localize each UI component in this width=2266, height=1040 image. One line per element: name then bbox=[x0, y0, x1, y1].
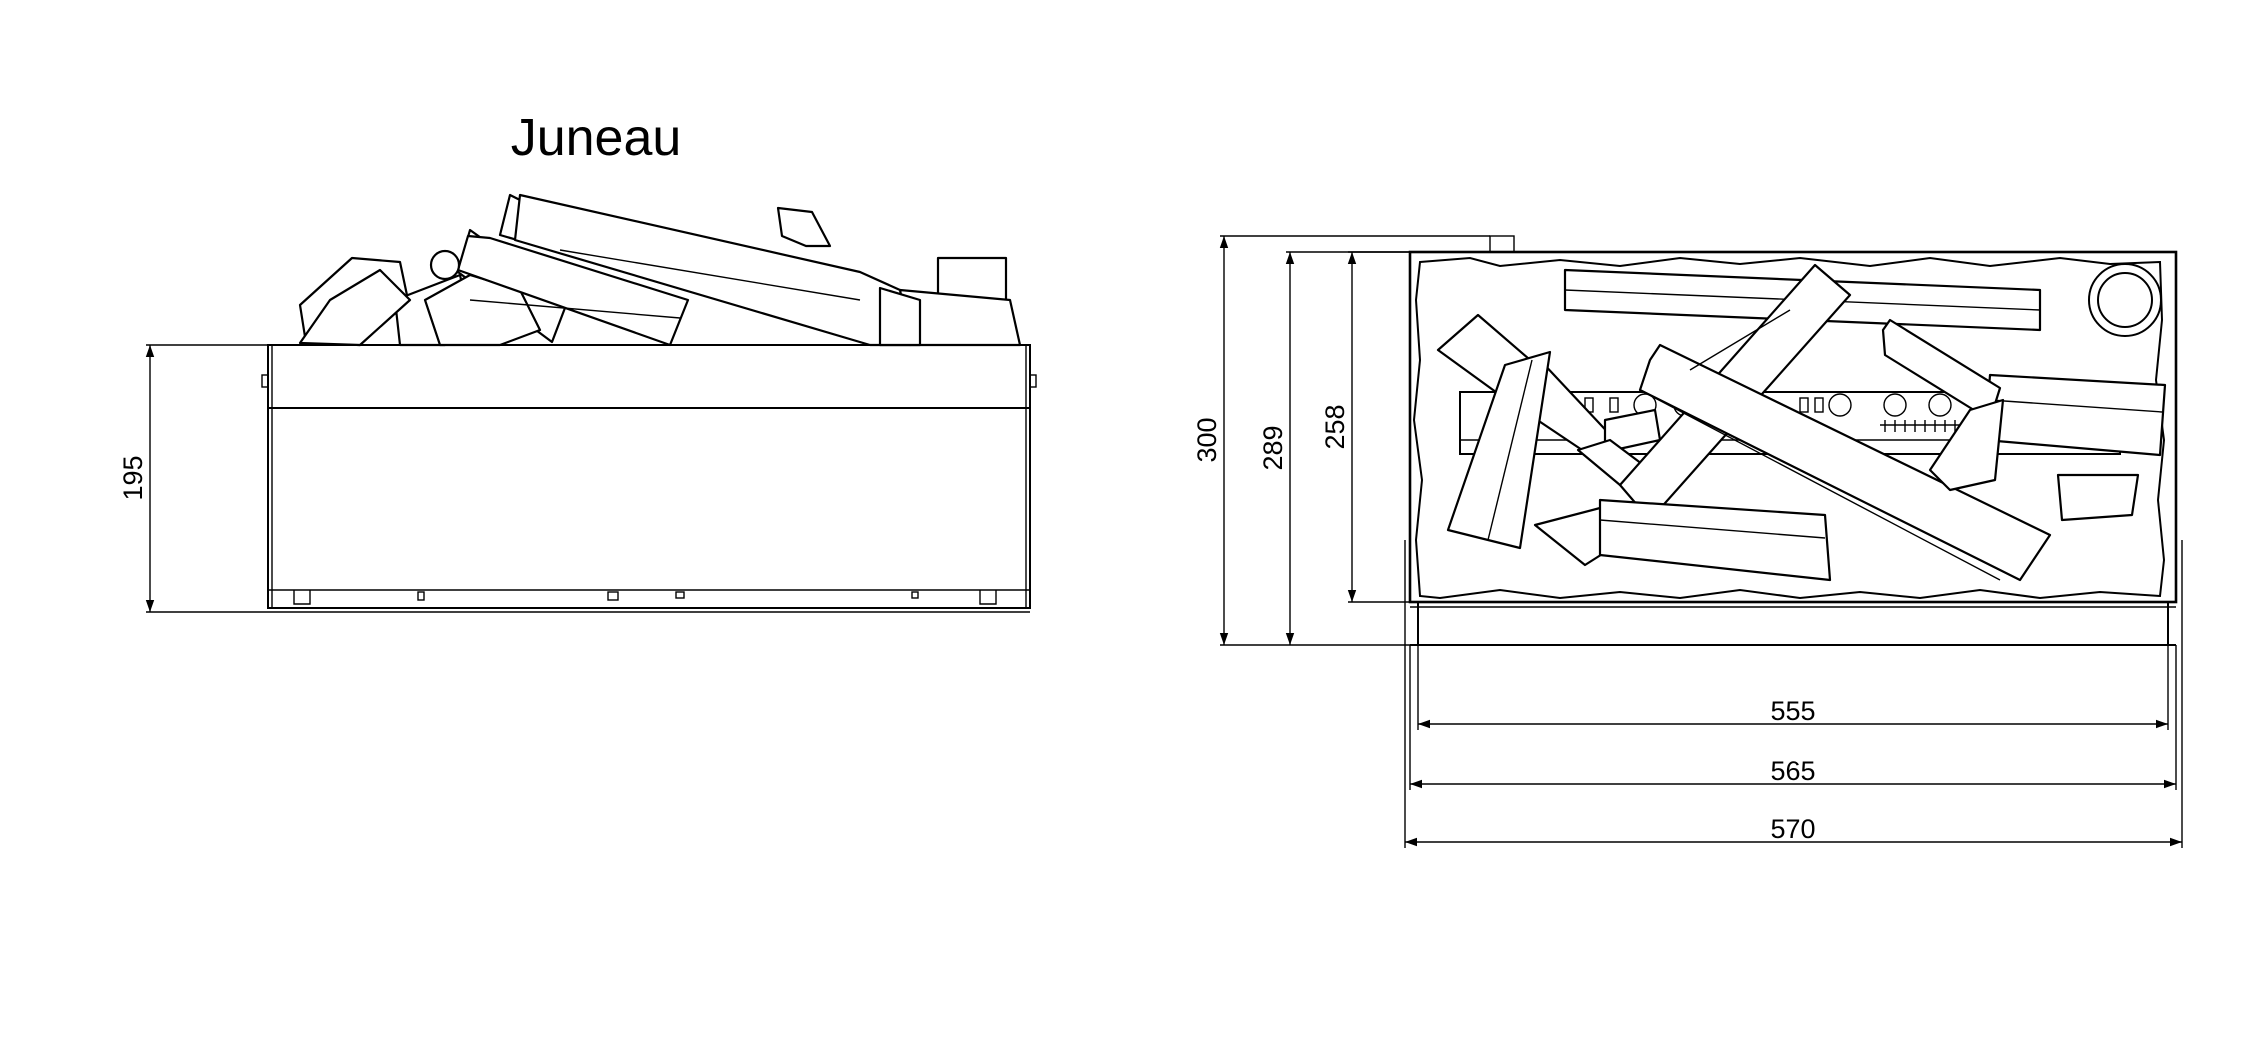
dim-width-inner-label: 555 bbox=[1770, 696, 1815, 726]
top-view-knob-outer bbox=[2088, 263, 2162, 337]
top-view-logs bbox=[1436, 263, 2167, 582]
dim-side-height-label: 195 bbox=[118, 455, 148, 500]
front-view: 195 bbox=[118, 193, 1037, 613]
dim-width-inner: 555 bbox=[1417, 645, 2169, 730]
dim-inner-height: 258 bbox=[1320, 251, 1418, 603]
dim-overall-height: 300 bbox=[1192, 235, 1490, 646]
top-view-frame bbox=[1408, 250, 2178, 604]
top-view-ember-bed bbox=[1412, 256, 2166, 600]
front-view-logs bbox=[298, 193, 1022, 347]
dim-overall-height-label: 300 bbox=[1192, 417, 1222, 462]
dim-width-frame-label: 565 bbox=[1770, 756, 1815, 786]
dim-width-overall-label: 570 bbox=[1770, 814, 1815, 844]
top-view-knob-inner bbox=[2097, 272, 2153, 328]
front-view-body bbox=[267, 344, 1031, 609]
top-view: 300 289 258 555 565 bbox=[1192, 235, 2183, 848]
dim-frame-height-label: 289 bbox=[1258, 425, 1288, 470]
dim-side-height: 195 bbox=[118, 344, 268, 613]
dim-inner-height-label: 258 bbox=[1320, 404, 1350, 449]
drawing-title: Juneau bbox=[511, 109, 682, 167]
dim-width-overall: 570 bbox=[1404, 540, 2183, 848]
dim-width-frame: 565 bbox=[1409, 645, 2177, 790]
